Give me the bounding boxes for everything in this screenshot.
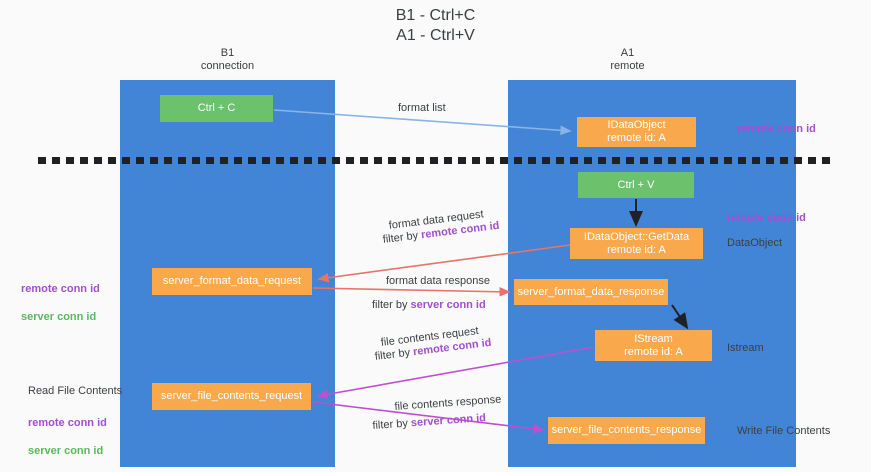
page-title: B1 - Ctrl+C A1 - Ctrl+V <box>395 7 476 44</box>
edge-label-file-contents-response: file contents response <box>394 393 502 413</box>
annotation-left-server-conn-id: server conn id <box>21 311 97 323</box>
edge-label-format-data-response: format data response <box>386 275 490 287</box>
filter-prefix: filter by <box>382 229 422 246</box>
annotation-remote-conn-id-top: remote conn id <box>737 123 816 135</box>
annotation-left-conn-ids: remote conn id server conn id <box>21 268 100 338</box>
node-idataobject[interactable]: IDataObject remote id: A <box>577 117 696 147</box>
annotation-remote-conn-id-mid: remote conn id <box>727 212 806 224</box>
node-ctrl-v[interactable]: Ctrl + V <box>578 172 694 198</box>
filter-key-server-conn-id: server conn id <box>410 412 487 430</box>
edge-format-data-response <box>312 287 511 297</box>
annotation-read-file-contents: Read File Contents <box>28 385 123 397</box>
edge-label-format-data-response-filter: filter by server conn id <box>372 298 486 312</box>
node-server-format-data-response[interactable]: server_format_data_response <box>514 279 668 305</box>
annotation-write-file-contents: Write File Contents <box>737 425 831 437</box>
node-server-format-data-request[interactable]: server_format_data_request <box>152 268 312 295</box>
swimlane-header-b1: B1 connection <box>200 47 255 72</box>
annotation-left-server-conn-id-2: server conn id <box>28 445 104 457</box>
node-ctrl-c[interactable]: Ctrl + C <box>160 95 273 122</box>
annotation-left-remote-conn-id-2: remote conn id <box>28 417 107 429</box>
swimlane-header-a1: A1 remote <box>610 47 645 72</box>
annotation-dataobject: DataObject <box>727 237 783 249</box>
node-idataobject-getdata[interactable]: IDataObject::GetData remote id: A <box>570 228 703 259</box>
filter-prefix: filter by <box>374 346 414 363</box>
edge-label-format-list: format list <box>398 102 446 114</box>
node-server-file-contents-response[interactable]: server_file_contents_response <box>548 417 705 444</box>
filter-prefix: filter by <box>372 417 412 432</box>
annotation-left-conn-ids-2: remote conn id server conn id <box>28 402 107 472</box>
edge-label-file-contents-response-filter: filter by server conn id <box>372 411 486 433</box>
node-istream[interactable]: IStream remote id: A <box>595 330 712 361</box>
filter-prefix: filter by <box>372 299 411 311</box>
annotation-istream: Istream <box>727 342 764 354</box>
dashed-divider <box>38 157 834 164</box>
filter-key-server-conn-id: server conn id <box>410 299 486 311</box>
annotation-left-remote-conn-id: remote conn id <box>21 283 100 295</box>
node-server-file-contents-request[interactable]: server_file_contents_request <box>152 383 311 410</box>
